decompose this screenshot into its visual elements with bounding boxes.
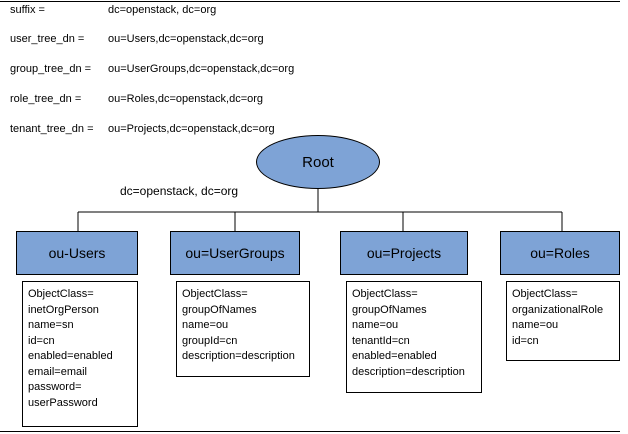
attribute-line: email=email bbox=[28, 365, 87, 378]
node-attributes: ObjectClass= groupOfNames name=ou groupI… bbox=[176, 281, 310, 377]
attribute-line: inetOrgPerson bbox=[28, 303, 99, 316]
config-key: tenant_tree_dn = bbox=[10, 123, 94, 135]
attribute-line: ObjectClass= bbox=[182, 288, 248, 300]
config-key: role_tree_dn = bbox=[10, 93, 82, 105]
attribute-line: name=ou bbox=[352, 319, 399, 331]
attribute-line: enabled=enabled bbox=[352, 350, 437, 362]
config-value: dc=openstack, dc=org bbox=[108, 4, 217, 16]
attribute-line: password= bbox=[28, 381, 82, 393]
config-value: ou=Users,dc=openstack,dc=org bbox=[108, 33, 264, 45]
attribute-line: ObjectClass= bbox=[512, 288, 578, 300]
root-label: Root bbox=[302, 153, 334, 171]
node-header: ou=Projects bbox=[340, 231, 468, 275]
node-title: ou=UserGroups bbox=[185, 245, 285, 261]
config-value: ou=Projects,dc=openstack,dc=org bbox=[108, 123, 275, 135]
attribute-line: groupOfNames bbox=[352, 303, 427, 316]
attribute-line: enabled=enabled bbox=[28, 350, 113, 362]
attribute-line: name=sn bbox=[28, 319, 74, 331]
attribute-line: organizationalRole bbox=[512, 303, 604, 316]
attribute-line: name=ou bbox=[512, 319, 559, 331]
node-title: ou-Users bbox=[48, 245, 106, 261]
node-title: ou=Roles bbox=[530, 245, 590, 261]
config-key: suffix = bbox=[10, 4, 45, 16]
node-header: ou-Users bbox=[16, 231, 138, 275]
node-header: ou=Roles bbox=[500, 231, 620, 275]
node-attributes: ObjectClass= inetOrgPerson name=sn id=cn… bbox=[22, 281, 138, 427]
attribute-line: userPassword bbox=[28, 396, 98, 409]
bottom-rule bbox=[0, 431, 620, 432]
config-key: group_tree_dn = bbox=[10, 63, 92, 75]
top-rule bbox=[0, 1, 620, 2]
attribute-line: groupId=cn bbox=[182, 334, 238, 347]
node-attributes: ObjectClass= groupOfNames name=ou tenant… bbox=[346, 281, 482, 393]
attribute-line: description=description bbox=[352, 365, 465, 378]
root-node: Root bbox=[256, 135, 380, 189]
config-value: ou=UserGroups,dc=openstack,dc=org bbox=[108, 63, 295, 75]
config-key: user_tree_dn = bbox=[10, 33, 85, 45]
node-attributes: ObjectClass= organizationalRole name=ou … bbox=[506, 281, 620, 361]
node-header: ou=UserGroups bbox=[170, 231, 300, 275]
attribute-line: description=description bbox=[182, 350, 295, 362]
attribute-line: id=cn bbox=[512, 334, 539, 347]
attribute-line: id=cn bbox=[28, 334, 55, 347]
attribute-line: tenantId=cn bbox=[352, 334, 410, 347]
attribute-line: ObjectClass= bbox=[352, 288, 418, 300]
config-value: ou=Roles,dc=openstack,dc=org bbox=[108, 93, 264, 105]
attribute-line: groupOfNames bbox=[182, 303, 257, 316]
root-dn-label: dc=openstack, dc=org bbox=[120, 184, 239, 198]
attribute-line: ObjectClass= bbox=[28, 288, 94, 300]
attribute-line: name=ou bbox=[182, 319, 229, 331]
node-title: ou=Projects bbox=[366, 245, 442, 261]
